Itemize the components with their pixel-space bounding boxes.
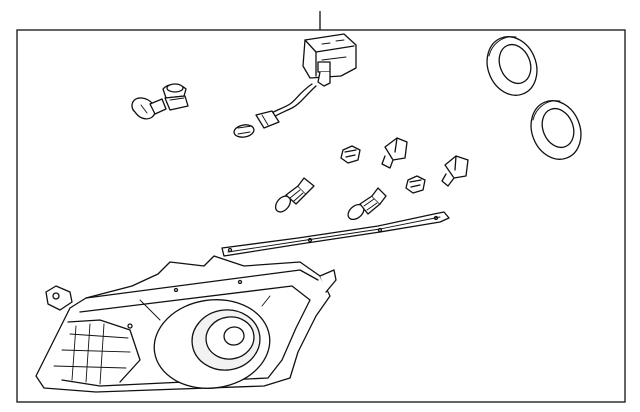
bulb-clip-lower[interactable] [405, 175, 426, 194]
turn-signal-bulb[interactable] [131, 97, 167, 120]
sealing-cap-upper[interactable] [479, 29, 546, 103]
diagram-frame [16, 11, 626, 403]
sealing-cap-lower[interactable] [523, 93, 590, 167]
wiring-socket[interactable] [255, 83, 317, 129]
halogen-bulb-upper[interactable] [273, 177, 315, 215]
side-marker-bulb[interactable] [233, 123, 255, 138]
trim-strip[interactable] [221, 211, 450, 257]
headlamp-assembly[interactable] [35, 255, 337, 396]
turn-signal-socket[interactable] [162, 83, 189, 111]
bulb-holder-upper[interactable] [381, 137, 408, 169]
leveling-motor[interactable] [302, 33, 357, 87]
bulb-clip-upper[interactable] [340, 145, 361, 164]
bulb-holder-lower[interactable] [441, 155, 469, 187]
halogen-bulb-lower[interactable] [345, 187, 387, 222]
